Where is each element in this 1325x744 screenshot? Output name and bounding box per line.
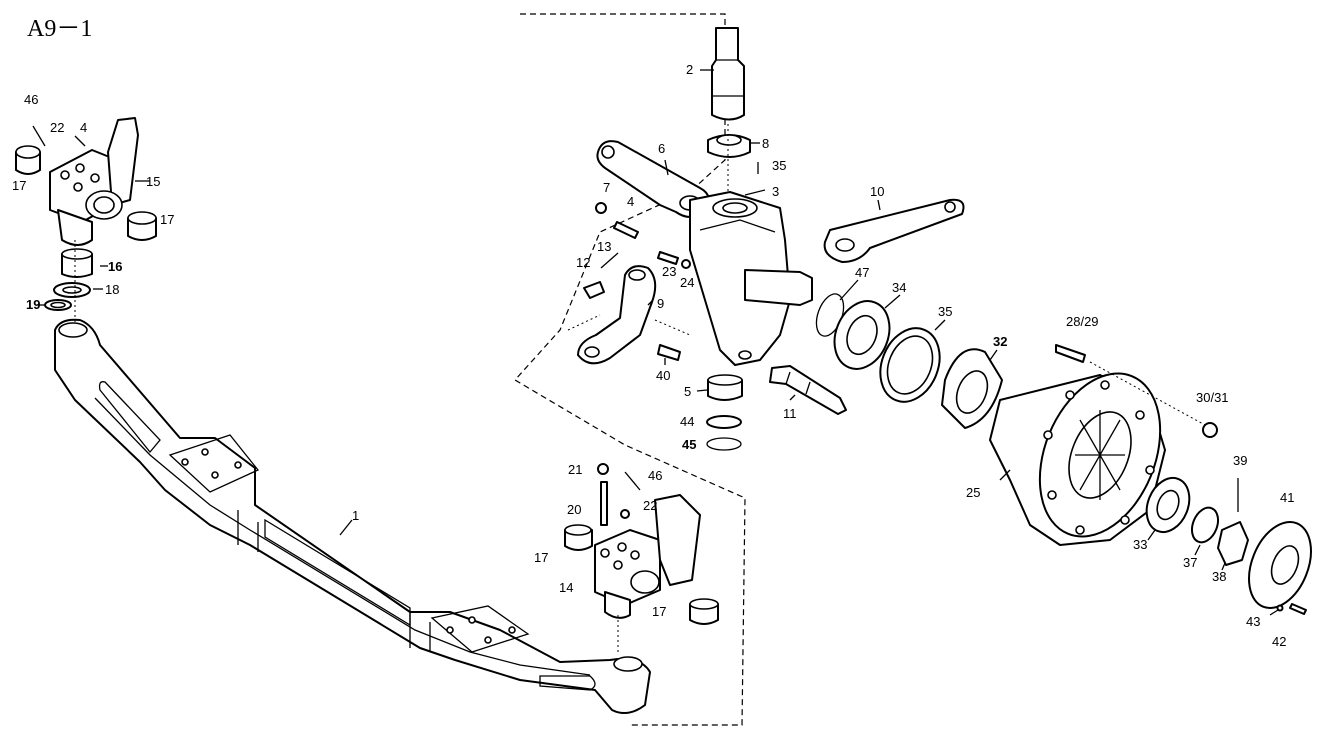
bearing-32 bbox=[941, 348, 1003, 429]
seal-ring-44 bbox=[706, 415, 742, 429]
callout-c42: 42 bbox=[1272, 634, 1286, 649]
kingpin-bushing-16 bbox=[61, 248, 93, 278]
callout-c38: 38 bbox=[1212, 569, 1226, 584]
callout-c22a: 22 bbox=[50, 120, 64, 135]
callout-c4a: 4 bbox=[80, 120, 87, 135]
callout-c16: 16 bbox=[108, 259, 122, 274]
callout-c46b: 46 bbox=[648, 468, 662, 483]
leader-lines bbox=[37, 69, 1279, 616]
nut-12 bbox=[583, 281, 605, 299]
bolt-40 bbox=[657, 344, 681, 361]
callout-c17c: 17 bbox=[534, 550, 548, 565]
steering-arm-9 bbox=[577, 265, 657, 365]
callout-c6: 6 bbox=[658, 141, 665, 156]
callout-c2829: 28/29 bbox=[1066, 314, 1099, 329]
bolt-7 bbox=[595, 202, 607, 214]
shim-19 bbox=[44, 299, 72, 311]
pin-46b bbox=[624, 471, 641, 491]
left-bushing-17b bbox=[127, 211, 157, 241]
diagram-title: A9－1 bbox=[27, 16, 92, 42]
callout-c5: 5 bbox=[684, 384, 691, 399]
callout-c8: 8 bbox=[762, 136, 769, 151]
callout-c10: 10 bbox=[870, 184, 884, 199]
right-steering-knuckle-14 bbox=[594, 494, 701, 619]
left-bushing-17a bbox=[15, 145, 41, 175]
hub-nut-38 bbox=[1217, 521, 1249, 566]
hub-cap-41 bbox=[1248, 520, 1312, 610]
callout-c3: 3 bbox=[772, 184, 779, 199]
cotter-13 bbox=[600, 252, 619, 269]
callout-c32: 32 bbox=[993, 334, 1007, 349]
callout-c47: 47 bbox=[855, 265, 869, 280]
bolt-axis bbox=[1089, 361, 1206, 426]
wheel-hub-25 bbox=[989, 372, 1166, 546]
callout-c12: 12 bbox=[576, 255, 590, 270]
callout-c35b: 35 bbox=[938, 304, 952, 319]
screw-42 bbox=[1289, 603, 1307, 615]
thrust-washer-18 bbox=[53, 282, 91, 298]
oil-seal-34 bbox=[833, 300, 891, 370]
callout-c4b: 4 bbox=[627, 194, 634, 209]
nipple-22b bbox=[620, 509, 630, 519]
callout-c9: 9 bbox=[657, 296, 664, 311]
callout-c24: 24 bbox=[680, 275, 694, 290]
callout-c17d: 17 bbox=[652, 604, 666, 619]
tie-rod-arm-10 bbox=[823, 198, 965, 263]
callout-c45: 45 bbox=[682, 437, 696, 452]
callout-c23: 23 bbox=[662, 264, 676, 279]
callout-c13: 13 bbox=[597, 239, 611, 254]
callout-c46a: 46 bbox=[24, 92, 38, 107]
callout-c20: 20 bbox=[567, 502, 581, 517]
callout-c19: 19 bbox=[26, 297, 40, 312]
callout-c3031: 30/31 bbox=[1196, 390, 1229, 405]
callout-c21: 21 bbox=[568, 462, 582, 477]
callout-labels: 46 22 4 17 15 17 16 18 19 1 2 8 6 35 3 7… bbox=[12, 62, 1294, 649]
bearing-33 bbox=[1145, 476, 1191, 534]
steering-knuckle-3 bbox=[689, 191, 813, 366]
callout-c17b: 17 bbox=[160, 212, 174, 227]
callout-c39: 39 bbox=[1233, 453, 1247, 468]
callout-c40: 40 bbox=[656, 368, 670, 383]
nut-24 bbox=[681, 259, 691, 269]
callout-c2: 2 bbox=[686, 62, 693, 77]
screw-43 bbox=[1276, 604, 1284, 612]
callout-c11: 11 bbox=[783, 406, 797, 421]
kingpin bbox=[711, 27, 745, 121]
assembly-line-9 bbox=[567, 314, 691, 336]
callout-c17a: 17 bbox=[12, 178, 26, 193]
left-nipple-22 bbox=[74, 135, 86, 147]
bushing-5 bbox=[707, 374, 743, 401]
axle-beam bbox=[54, 318, 651, 715]
callout-c43: 43 bbox=[1246, 614, 1260, 629]
callout-c37: 37 bbox=[1183, 555, 1197, 570]
pin-20 bbox=[600, 481, 608, 526]
callout-c1: 1 bbox=[352, 508, 359, 523]
callout-c18: 18 bbox=[105, 282, 119, 297]
wheel-bolt-28-29 bbox=[1055, 344, 1086, 363]
bolt-23 bbox=[657, 251, 679, 265]
callout-c14: 14 bbox=[559, 580, 573, 595]
callout-c33: 33 bbox=[1133, 537, 1147, 552]
shaft-11 bbox=[769, 365, 847, 415]
left-steering-knuckle bbox=[49, 117, 139, 246]
right-bushing-17d bbox=[689, 598, 719, 625]
callout-c25: 25 bbox=[966, 485, 980, 500]
wheel-nut-30-31 bbox=[1202, 422, 1218, 438]
left-pin-46 bbox=[32, 125, 46, 147]
pin-4 bbox=[613, 221, 639, 239]
right-bushing-17c bbox=[564, 524, 593, 551]
callout-c7: 7 bbox=[603, 180, 610, 195]
callout-c15: 15 bbox=[146, 174, 160, 189]
thrust-bearing-8 bbox=[707, 134, 751, 158]
grease-nipple-21 bbox=[597, 463, 609, 475]
callout-c34: 34 bbox=[892, 280, 906, 295]
callout-c22b: 22 bbox=[643, 498, 657, 513]
callout-c41: 41 bbox=[1280, 490, 1294, 505]
callout-c44: 44 bbox=[680, 414, 694, 429]
seal-ring-45 bbox=[706, 437, 742, 451]
seal-35 bbox=[879, 327, 941, 403]
callout-c35a: 35 bbox=[772, 158, 786, 173]
washer-37 bbox=[1190, 506, 1220, 544]
